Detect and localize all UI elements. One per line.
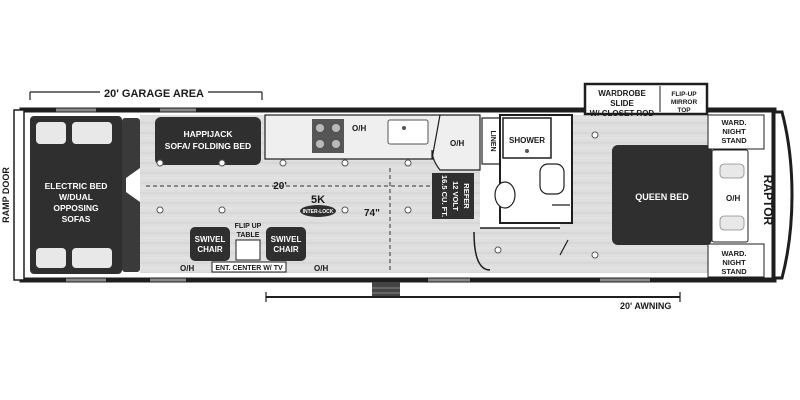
wardrobe-slide: WARDROBE SLIDE W/ CLOSET ROD FLIP-UP MIR… bbox=[583, 82, 709, 118]
bathroom-sink bbox=[539, 163, 565, 195]
ramp-door bbox=[13, 109, 25, 281]
front-nose-cap bbox=[772, 110, 794, 280]
electric-bed-label-3: OPPOSING bbox=[53, 203, 99, 213]
electric-bed: ELECTRIC BED W/DUAL OPPOSING SOFAS bbox=[30, 116, 122, 274]
windows bbox=[56, 108, 650, 282]
swivel-chair-left-label-2: CHAIR bbox=[197, 245, 223, 254]
nightstand-top-label-2: NIGHT bbox=[722, 127, 746, 136]
refrigerator bbox=[432, 173, 474, 219]
flip-up-table-label-2: TABLE bbox=[237, 232, 260, 239]
brand-logo: RAPTOR bbox=[761, 175, 775, 226]
electric-bed-label-2: W/DUAL bbox=[59, 192, 93, 202]
awning-label: 20' AWNING bbox=[620, 301, 671, 311]
wardrobe-label-2: SLIDE bbox=[610, 99, 634, 108]
fivek-interlock-badge: 5K INTER-LOCK bbox=[300, 194, 336, 217]
length-20-label: 20' bbox=[273, 181, 287, 192]
flip-up-table bbox=[235, 239, 261, 261]
awning: 20' AWNING bbox=[265, 292, 681, 311]
toilet bbox=[494, 181, 516, 209]
swivel-chair-left: SWIVEL CHAIR bbox=[190, 227, 230, 261]
flip-up-mirror-label-2: MIRROR bbox=[671, 99, 698, 106]
happijack-label-2: SOFA/ FOLDING BED bbox=[165, 141, 251, 151]
ramp-door-label: RAMP DOOR bbox=[1, 167, 11, 223]
entertainment-center bbox=[211, 261, 287, 273]
ward-night-stand-bottom: WARD. NIGHT STAND bbox=[707, 243, 765, 278]
garage-area-label: 20' GARAGE AREA bbox=[104, 88, 204, 100]
swivel-chair-right-label-2: CHAIR bbox=[273, 245, 299, 254]
nightstand-top-label-3: STAND bbox=[721, 136, 747, 145]
wardrobe-label-3: W/ CLOSET ROD bbox=[590, 109, 655, 118]
refer-label-1: 16.5 CU. FT. bbox=[440, 175, 449, 217]
happijack-sofa: HAPPIJACK SOFA/ FOLDING BED bbox=[155, 117, 261, 165]
hallway-floor bbox=[480, 228, 560, 273]
entry-door-marker bbox=[126, 168, 140, 202]
swivel-chair-right: SWIVEL CHAIR bbox=[266, 227, 306, 261]
swivel-chair-left-label-1: SWIVEL bbox=[195, 235, 226, 244]
oh-bedroom-label: O/H bbox=[726, 194, 740, 203]
queen-bed-label: QUEEN BED bbox=[635, 192, 689, 202]
kitchen-sink bbox=[387, 119, 429, 145]
happijack-label-1: HAPPIJACK bbox=[183, 129, 233, 139]
fivek-label: 5K bbox=[311, 194, 325, 206]
swivel-chair-right-label-1: SWIVEL bbox=[271, 235, 302, 244]
flip-up-mirror-label-1: FLIP-UP bbox=[671, 91, 697, 98]
linen-label: LINEN bbox=[489, 131, 496, 152]
nightstand-bottom-label-3: STAND bbox=[721, 267, 747, 276]
oh-right-chair-label: O/H bbox=[314, 264, 328, 273]
oh-kitchen-label: O/H bbox=[352, 124, 366, 133]
refer-label-2: 12 VOLT bbox=[451, 181, 460, 211]
entry-steps bbox=[372, 282, 400, 298]
entry-door-swing bbox=[473, 231, 491, 271]
nightstand-bottom-label-2: NIGHT bbox=[722, 258, 746, 267]
width-74-label: 74" bbox=[364, 208, 380, 219]
cooktop bbox=[312, 119, 344, 153]
refer-label-3: REFER bbox=[462, 183, 471, 209]
interlock-label: INTER-LOCK bbox=[303, 209, 334, 215]
kitchen-counter bbox=[264, 114, 481, 171]
ward-night-stand-top: WARD. NIGHT STAND bbox=[707, 114, 765, 150]
shower-label: SHOWER bbox=[509, 136, 545, 145]
oh-counter-label: O/H bbox=[450, 139, 464, 148]
ceiling-lights bbox=[156, 131, 599, 259]
bathroom bbox=[494, 114, 573, 224]
garage-area-callout: 20' GARAGE AREA bbox=[29, 88, 263, 100]
nightstand-bottom-label-1: WARD. bbox=[722, 249, 747, 258]
flip-up-table-label-1: FLIP UP bbox=[235, 223, 262, 230]
wardrobe-label-1: WARDROBE bbox=[598, 89, 646, 98]
electric-bed-label-4: SOFAS bbox=[62, 214, 91, 224]
queen-bed: QUEEN BED bbox=[612, 145, 749, 245]
oh-left-chair-label: O/H bbox=[180, 264, 194, 273]
electric-bed-label-1: ELECTRIC BED bbox=[45, 181, 108, 191]
ent-center-label: ENT. CENTER W/ TV bbox=[215, 265, 283, 272]
nightstand-top-label-1: WARD. bbox=[722, 118, 747, 127]
flip-up-mirror-label-3: TOP bbox=[677, 107, 691, 114]
